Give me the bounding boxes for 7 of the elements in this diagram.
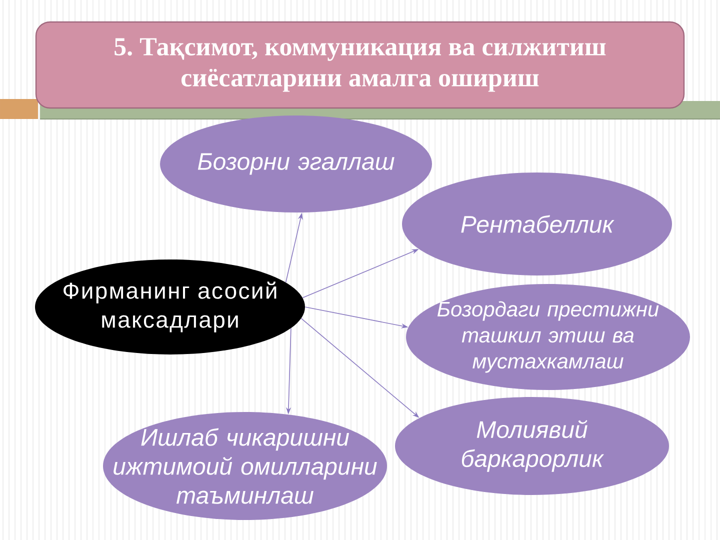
oval-node: Ишлаб чикаришни ижтимоий омилларини таъминлаш (103, 412, 387, 520)
oval-node: Бозордаги престижни ташкил этиш ва мустахкамлаш (406, 284, 690, 390)
title-banner: 5. Тақсимот, коммуникация ва силжитиш сиёсатларини амалга ошириш (35, 21, 685, 109)
oval-node: Бозорни эгаллаш (160, 116, 432, 212)
oval-node: Рентабеллик (402, 172, 672, 276)
oval-node: Молиявий баркарорлик (395, 397, 669, 495)
oval-node: Фирманинг асосий максадлари (35, 260, 305, 354)
